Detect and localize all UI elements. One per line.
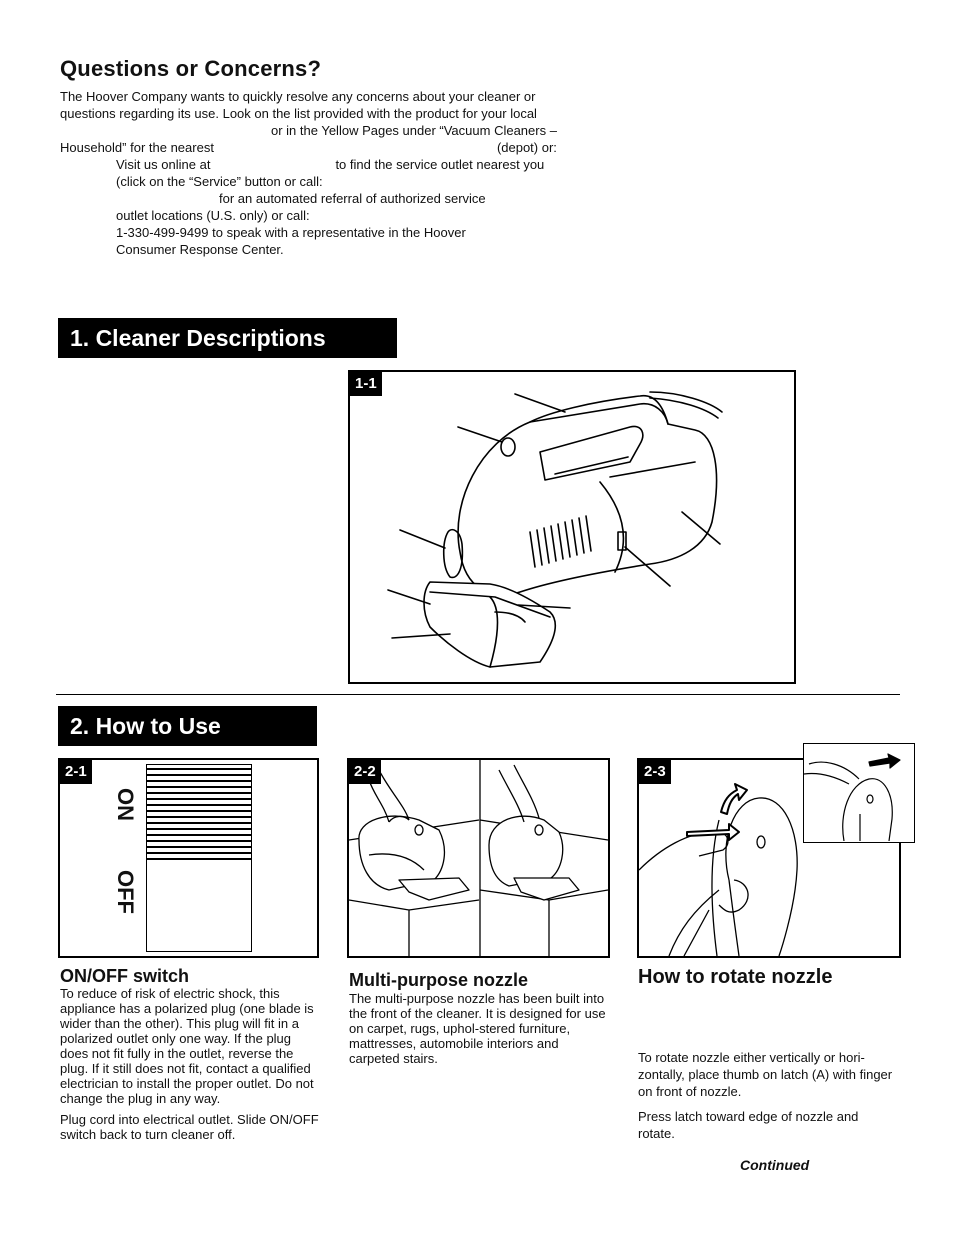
- intro-line-2: questions regarding its use. Look on the…: [60, 106, 537, 121]
- section-1-heading: 1. Cleaner Descriptions: [58, 318, 397, 358]
- figure-tag-2-1: 2-1: [60, 760, 92, 784]
- on-label: ON: [113, 788, 138, 821]
- figure-tag: 1-1: [350, 372, 382, 396]
- rotate-paragraph-2: Press latch toward edge of nozzle and ro…: [638, 1109, 859, 1141]
- intro-line-9: 1-330-499-9499 to speak with a represent…: [116, 225, 466, 240]
- switch-diagram: [146, 764, 252, 952]
- switch-slider-lines: [147, 768, 251, 860]
- figure-2-3-inset: [803, 743, 915, 843]
- onoff-text: To reduce of risk of electric shock, thi…: [60, 986, 322, 1148]
- rotate-paragraph-1: To rotate nozzle either vertically or ho…: [638, 1050, 893, 1099]
- intro-line-10: Consumer Response Center.: [116, 242, 284, 257]
- rotate-nozzle-illustration: [639, 783, 798, 956]
- questions-heading: Questions or Concerns?: [60, 56, 322, 81]
- intro-line-3: or in the Yellow Pages under “Vacuum Cle…: [271, 123, 557, 138]
- nozzle-heading: Multi-purpose nozzle: [349, 970, 528, 990]
- figure-tag-2-2: 2-2: [349, 760, 381, 784]
- figure-2-2: 2-2: [347, 758, 610, 958]
- onoff-heading: ON/OFF switch: [60, 966, 190, 986]
- off-label: OFF: [113, 870, 138, 914]
- intro-line-7: for an automated referral of authorized …: [219, 191, 486, 206]
- intro-line-4: Household” for the nearest(depot) or:: [60, 140, 557, 155]
- rotate-heading: How to rotate nozzle: [638, 966, 833, 988]
- figure-1-1: 1-1: [348, 370, 796, 684]
- nozzle-paragraph-1: The multi-purpose nozzle has been built …: [349, 991, 606, 1066]
- section-2-heading: 2. How to Use: [58, 706, 317, 746]
- onoff-paragraph-2: Plug cord into electrical outlet. Slide …: [60, 1112, 319, 1142]
- cleaner-illustration: [387, 391, 723, 668]
- nozzle-text: The multi-purpose nozzle has been built …: [349, 991, 611, 1072]
- intro-line-1: The Hoover Company wants to quickly reso…: [60, 89, 536, 104]
- intro-line-6: (click on the “Service” button or call:: [116, 174, 323, 189]
- continued-label: Continued: [740, 1157, 810, 1173]
- questions-text: The Hoover Company wants to quickly reso…: [60, 88, 620, 258]
- rotate-text: To rotate nozzle either vertically or ho…: [638, 1049, 893, 1148]
- figure-tag-2-3: 2-3: [639, 760, 671, 784]
- nozzle-use-illustration: [349, 760, 608, 956]
- rotate-inset-illustration: [804, 753, 901, 841]
- intro-line-8: outlet locations (U.S. only) or call:: [116, 208, 310, 223]
- figure-2-1: 2-1 ON OFF: [58, 758, 319, 958]
- onoff-paragraph-1: To reduce of risk of electric shock, thi…: [60, 986, 314, 1106]
- section-divider: [56, 694, 900, 695]
